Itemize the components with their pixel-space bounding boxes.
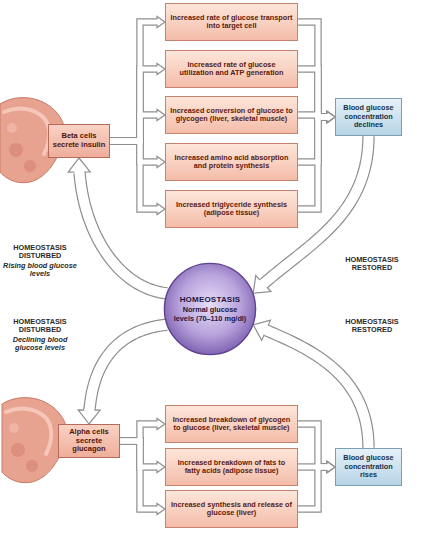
homeostasis-circle: HOMEOSTASIS Normal glucose levels (70–110…	[163, 262, 257, 356]
hollow-arrow-fill	[298, 117, 329, 162]
pancreas-lobule	[9, 143, 23, 157]
hormone-source-box: Alpha cells secrete glucagon	[58, 424, 120, 458]
effect-box: Increased rate of glucose transport into…	[165, 3, 298, 41]
hollow-arrow-fill	[298, 424, 329, 467]
pancreas-lobule	[7, 123, 17, 133]
node-text: Alpha cells secrete glucagon	[62, 428, 116, 454]
hollow-arrow-outline	[110, 141, 157, 209]
hollow-arrow-outline	[110, 69, 157, 141]
state-label: HOMEOSTASIS DISTURBED	[3, 318, 77, 335]
hollow-arrow-fill	[298, 117, 329, 209]
state-label: HOMEOSTASIS DISTURBED	[3, 244, 77, 261]
pancreas-lobule	[24, 160, 36, 172]
effect-box: Increased conversion of glucose to glyco…	[165, 96, 298, 134]
node-text: HOMEOSTASIS	[180, 295, 241, 304]
hollow-arrow-fill	[110, 69, 159, 141]
hollow-arrow-fill	[110, 141, 159, 162]
hollow-arrow-outline	[298, 424, 327, 467]
state-label: HOMEOSTASIS RESTORED	[336, 256, 408, 273]
hollow-arrow-fill	[110, 115, 159, 141]
circle-shape	[164, 263, 255, 354]
hollow-arrow-fill	[120, 424, 159, 441]
hollow-arrow-fill	[89, 325, 167, 412]
connector-group	[79, 22, 368, 509]
pancreas-lobule	[9, 423, 19, 433]
node-text: Increased breakdown of glycogen to gluco…	[170, 416, 293, 433]
state-label: Declining blood glucose levels	[3, 336, 77, 353]
connector-group	[79, 22, 368, 509]
pancreas-lobule	[11, 443, 25, 457]
hollow-arrow-fill	[298, 69, 329, 117]
effect-box: Increased breakdown of fats to fatty aci…	[165, 448, 298, 486]
hollow-arrow-outline	[110, 22, 157, 141]
hollow-arrow-fill	[298, 22, 329, 117]
state-label: Rising blood glucose levels	[3, 262, 77, 279]
hollow-arrow-fill	[298, 467, 329, 509]
node-text: Blood glucose concentration rises	[339, 454, 398, 479]
hollow-arrow-fill	[110, 22, 159, 141]
node-subtext: Normal glucose levels (70–110 mg/dl)	[173, 306, 247, 323]
effect-box: Increased synthesis and release of gluco…	[165, 490, 298, 528]
hollow-arrow-outline	[110, 115, 157, 141]
node-text: Increased rate of glucose transport into…	[170, 14, 293, 31]
hollow-arrow-outline	[298, 69, 327, 117]
hollow-arrow-fill	[120, 441, 159, 509]
node-text: Increased rate of glucose utilization an…	[170, 61, 293, 78]
node-text: Beta cells secrete insulin	[52, 132, 106, 149]
node-text: Increased triglyceride synthesis (adipos…	[170, 201, 293, 218]
hormone-source-box: Beta cells secrete insulin	[48, 124, 110, 158]
node-text: Increased synthesis and release of gluco…	[170, 501, 293, 518]
result-box: Blood glucose concentration rises	[335, 448, 402, 486]
state-label: HOMEOSTASIS RESTORED	[336, 318, 408, 335]
hollow-arrow-outline	[298, 117, 327, 162]
node-text: Increased amino acid absorption and prot…	[170, 154, 293, 171]
hollow-arrow-fill	[79, 170, 167, 293]
effect-box: Increased triglyceride synthesis (adipos…	[165, 190, 298, 228]
node-text: Increased breakdown of fats to fatty aci…	[170, 459, 293, 476]
effect-box: Increased breakdown of glycogen to gluco…	[165, 405, 298, 443]
hollow-arrow-outline	[298, 467, 327, 509]
pancreas-lobule	[26, 460, 38, 472]
hollow-arrow-fill	[110, 141, 159, 209]
result-box: Blood glucose concentration declines	[335, 98, 402, 136]
node-text: Increased conversion of glucose to glyco…	[170, 107, 293, 124]
effect-box: Increased rate of glucose utilization an…	[165, 50, 298, 88]
node-text: Blood glucose concentration declines	[339, 104, 398, 129]
effect-box: Increased amino acid absorption and prot…	[165, 143, 298, 181]
